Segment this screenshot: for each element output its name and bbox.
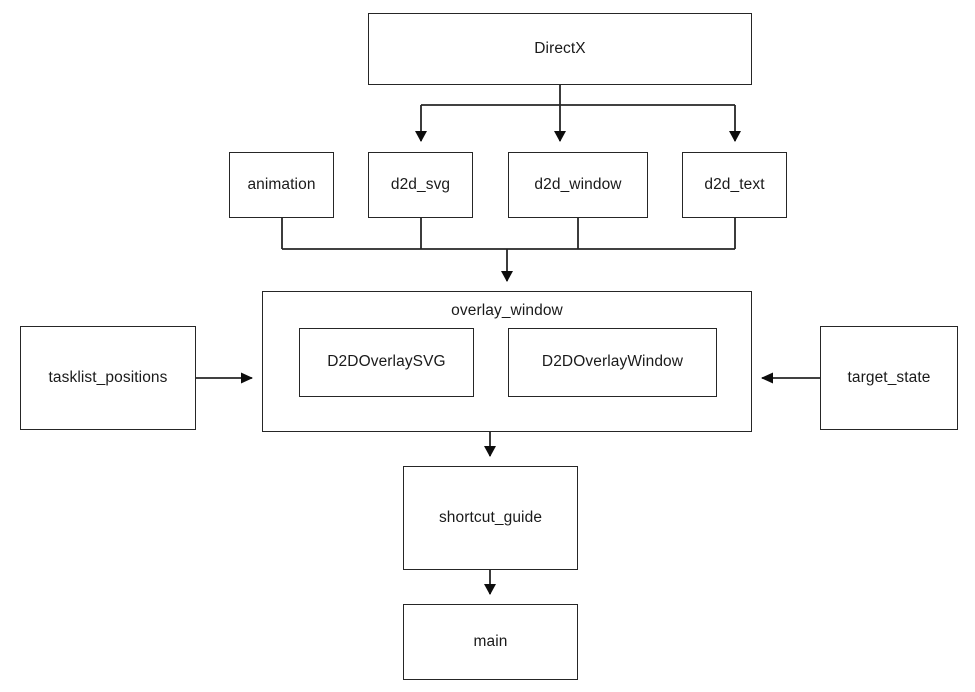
node-label: target_state	[847, 368, 931, 386]
node-tasklist-positions[interactable]: tasklist_positions	[20, 326, 196, 430]
node-d2d-svg[interactable]: d2d_svg	[368, 152, 473, 218]
node-label: DirectX	[534, 39, 586, 57]
node-label: d2d_text	[704, 175, 765, 193]
node-d2doverlaysvg[interactable]: D2DOverlaySVG	[299, 328, 474, 397]
node-animation[interactable]: animation	[229, 152, 334, 218]
node-label: overlay_window	[451, 302, 563, 319]
node-label: d2d_svg	[390, 175, 451, 193]
node-main[interactable]: main	[403, 604, 578, 680]
node-label: animation	[247, 175, 316, 193]
node-label: tasklist_positions	[48, 368, 168, 386]
node-label: main	[473, 632, 508, 650]
node-shortcut-guide[interactable]: shortcut_guide	[403, 466, 578, 570]
node-label: D2DOverlaySVG	[327, 353, 446, 371]
node-d2d-text[interactable]: d2d_text	[682, 152, 787, 218]
node-target-state[interactable]: target_state	[820, 326, 958, 430]
node-directx[interactable]: DirectX	[368, 13, 752, 85]
node-label: shortcut_guide	[438, 508, 543, 526]
node-label: d2d_window	[534, 175, 622, 193]
node-d2d-window[interactable]: d2d_window	[508, 152, 648, 218]
node-d2doverlaywindow[interactable]: D2DOverlayWindow	[508, 328, 717, 397]
node-label: D2DOverlayWindow	[541, 353, 684, 371]
